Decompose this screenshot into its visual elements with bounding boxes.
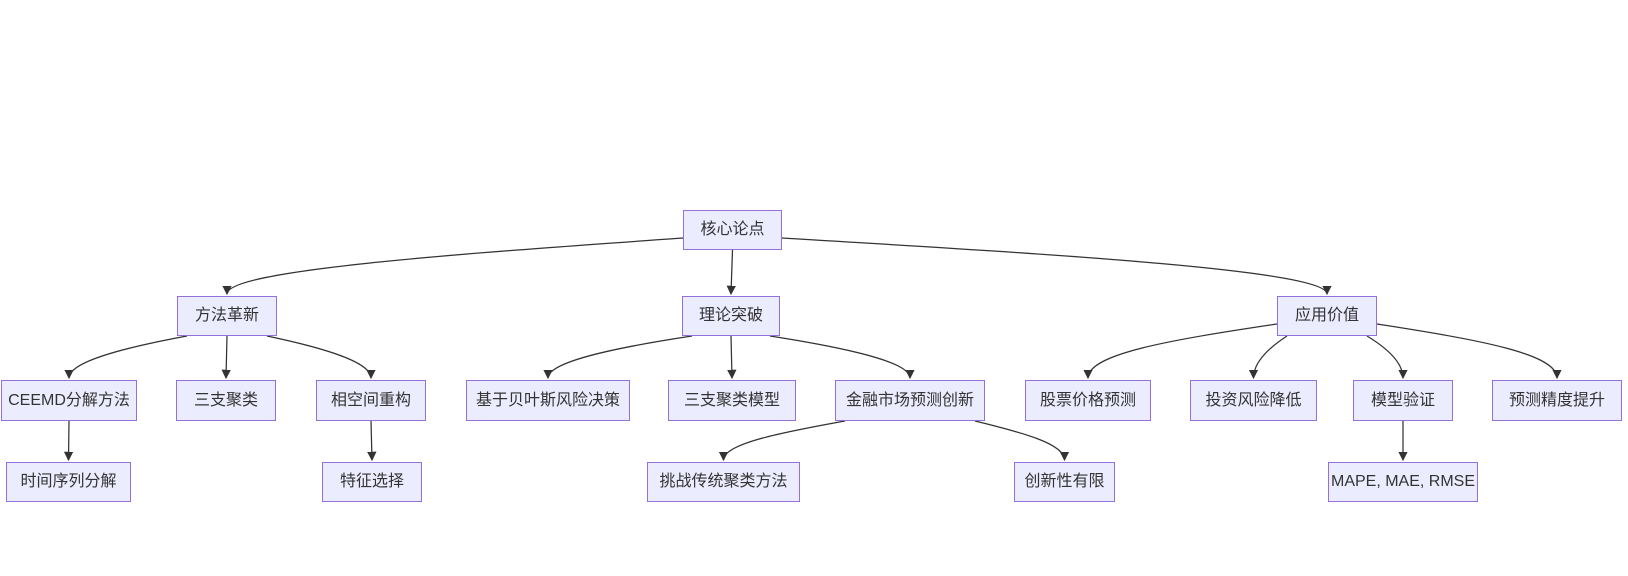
node-label: 三支聚类模型 xyxy=(683,391,780,409)
edge-application-precision xyxy=(1376,323,1562,380)
node-label: 方法革新 xyxy=(194,307,259,324)
node-ceemd: CEEMD分解方法 xyxy=(1,380,137,421)
node-label: 投资风险降低 xyxy=(1205,391,1302,409)
edge-application-stock xyxy=(1083,323,1278,380)
edge-core-theory xyxy=(726,249,736,296)
edge-method-phase-space xyxy=(266,335,376,380)
node-three-way: 三支聚类 xyxy=(176,380,276,421)
node-decompose: 时间序列分解 xyxy=(6,462,131,502)
edge-finance-challenge xyxy=(718,420,846,462)
node-label: 基于贝叶斯风险决策 xyxy=(475,391,620,409)
node-invest: 投资风险降低 xyxy=(1190,380,1317,421)
edge-core-method xyxy=(222,237,684,296)
node-label: 股票价格预测 xyxy=(1039,391,1136,409)
node-label: 应用价值 xyxy=(1294,307,1359,324)
node-label: 特征选择 xyxy=(339,473,404,490)
node-phase-space: 相空间重构 xyxy=(316,380,426,421)
node-core: 核心论点 xyxy=(683,210,782,250)
node-limited: 创新性有限 xyxy=(1014,462,1115,502)
node-label: CEEMD分解方法 xyxy=(8,391,130,409)
node-label: MAPE, MAE, RMSE xyxy=(1330,473,1476,490)
node-validation: 模型验证 xyxy=(1353,380,1453,421)
node-bayes: 基于贝叶斯风险决策 xyxy=(466,380,630,421)
node-label: 相空间重构 xyxy=(330,391,411,409)
edge-finance-limited xyxy=(974,420,1070,462)
node-challenge: 挑战传统聚类方法 xyxy=(647,462,800,502)
edge-application-invest xyxy=(1248,335,1288,380)
node-three-way-model: 三支聚类模型 xyxy=(668,380,796,421)
edge-method-three-way xyxy=(221,335,231,380)
node-label: 三支聚类 xyxy=(193,391,258,409)
node-label: 理论突破 xyxy=(698,307,763,324)
node-application: 应用价值 xyxy=(1277,296,1377,336)
node-finance: 金融市场预测创新 xyxy=(835,380,985,421)
edge-method-ceemd xyxy=(64,335,188,380)
node-label: 模型验证 xyxy=(1370,391,1435,409)
edge-theory-three-way-model xyxy=(727,335,737,380)
node-label: 预测精度提升 xyxy=(1508,391,1605,409)
node-label: 创新性有限 xyxy=(1024,473,1105,490)
node-label: 金融市场预测创新 xyxy=(845,391,974,409)
node-method: 方法革新 xyxy=(177,296,277,336)
edge-core-application xyxy=(781,237,1332,296)
node-label: 时间序列分解 xyxy=(20,473,117,490)
node-precision: 预测精度提升 xyxy=(1492,380,1622,421)
node-stock: 股票价格预测 xyxy=(1025,380,1151,421)
node-label: 挑战传统聚类方法 xyxy=(659,473,788,490)
edge-ceemd-decompose xyxy=(63,420,74,462)
node-label: 核心论点 xyxy=(700,221,765,238)
edge-theory-finance xyxy=(769,335,915,380)
edge-phase-space-feature xyxy=(367,420,377,462)
edge-application-validation xyxy=(1366,335,1408,380)
node-feature: 特征选择 xyxy=(322,462,422,502)
edge-theory-bayes xyxy=(543,335,693,380)
node-metrics: MAPE, MAE, RMSE xyxy=(1328,462,1478,502)
node-theory: 理论突破 xyxy=(682,296,780,336)
